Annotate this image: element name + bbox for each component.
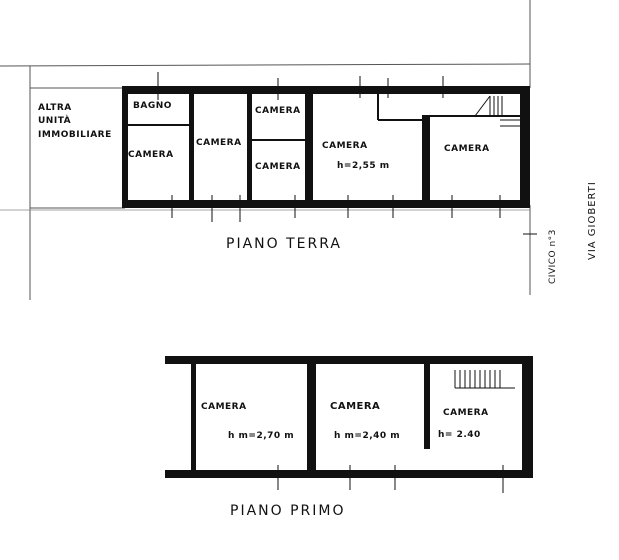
ground-floor-title: PIANO TERRA [226,236,342,252]
room-camera: CAMERA [201,402,247,412]
room-camera: CAMERA [255,162,301,172]
ground-floor-walls [122,86,530,208]
first-floor-title: PIANO PRIMO [230,503,346,519]
room-camera: CAMERA [330,401,381,412]
first-floor-walls [165,356,533,478]
room-camera: CAMERA [444,144,490,154]
room-height: h=2,55 m [337,161,390,171]
room-camera: CAMERA [443,408,489,418]
other-unit-label-3: IMMOBILIARE [38,130,112,140]
other-unit-label-2: UNITÀ [38,116,72,126]
room-camera: CAMERA [322,141,368,151]
room-height: h= 2.40 [438,430,481,440]
street-name: VIA GIOBERTI [587,181,598,260]
room-height: h m=2,40 m [334,431,401,441]
room-bagno: BAGNO [133,101,172,111]
civic-number: CIVICO n°3 [548,229,558,284]
room-camera: CAMERA [255,106,301,116]
room-height: h m=2,70 m [228,431,295,441]
other-unit-label-1: ALTRA [38,103,72,113]
room-camera: CAMERA [196,138,242,148]
room-camera: CAMERA [128,150,174,160]
